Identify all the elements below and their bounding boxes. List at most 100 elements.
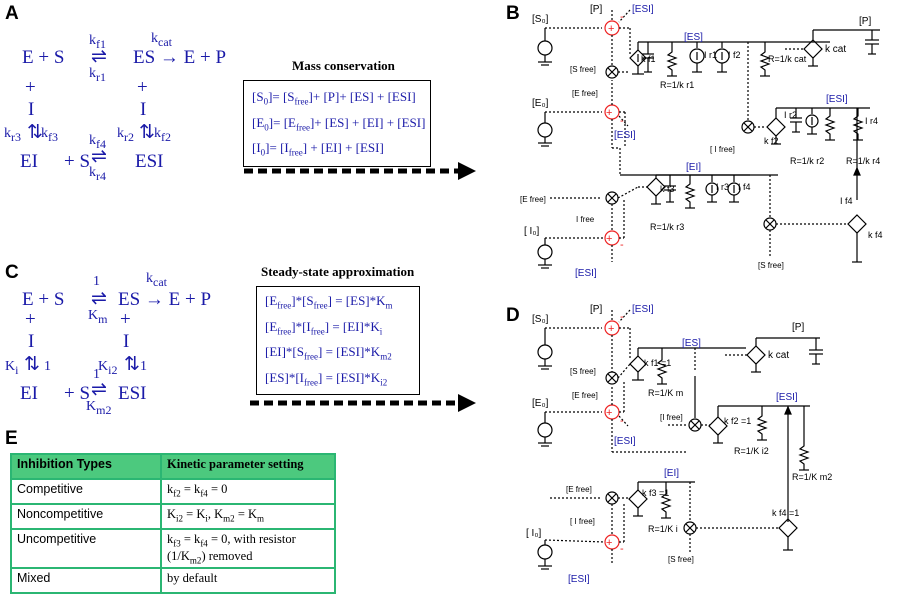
equilibrium-arrow-c3: ⇅ bbox=[24, 354, 40, 375]
label-p-right: [P] bbox=[859, 16, 871, 27]
label-d-esi-top: [ESI] bbox=[632, 304, 654, 315]
mass-conservation-title: Mass conservation bbox=[292, 58, 395, 73]
es-to-product-c: ES → E + P bbox=[118, 289, 212, 310]
label-ir1: I r1 bbox=[704, 50, 717, 60]
equilibrium-arrow-3: ⇅ bbox=[27, 122, 43, 143]
label-d-kf2: k f2 =1 bbox=[724, 416, 751, 426]
adder-minus-b3: - bbox=[620, 239, 624, 251]
label-d-esi-node: [ESI] bbox=[776, 392, 798, 403]
label-d-es: [ES] bbox=[682, 338, 701, 349]
label-esi-node: [ESI] bbox=[826, 94, 848, 105]
label-efree: [E free] bbox=[572, 89, 598, 98]
mass-eq-i0: [I0]= [Ifree] + [EI] + [ESI] bbox=[252, 140, 384, 158]
label-d-r-ki2: R=1/K i2 bbox=[734, 446, 769, 456]
label-esi-top: [ESI] bbox=[632, 4, 654, 15]
label-if4: I f4 bbox=[738, 182, 751, 192]
table-header-cell: Inhibition Types bbox=[10, 453, 162, 480]
complex-ei-c: EI bbox=[20, 383, 38, 404]
equilibrium-arrow-1: ⇌ bbox=[91, 46, 107, 67]
ss-eq-4: [ES]*[Ifree] = [ESI]*Ki2 bbox=[265, 370, 388, 388]
rate-kcat-c: kcat bbox=[146, 271, 167, 289]
adder-plus-b1: + bbox=[608, 23, 614, 35]
es-to-product: ES → E + P bbox=[133, 47, 227, 68]
ss-eq-3: [EI]*[Sfree] = [ESI]*Km2 bbox=[265, 344, 392, 362]
circuit-diagram-d: + + + - - - [S₀] [P] [ESI] [S free] k f1… bbox=[526, 304, 832, 585]
circuit-diagram-b: + + + - - - [S₀] [P] [ESI] [S free] k f1… bbox=[520, 4, 883, 279]
table-row: Mixed by default bbox=[10, 567, 336, 594]
adder-plus-b2: + bbox=[606, 107, 612, 119]
table-row: Uncompetitive kf3 = kf4 = 0, with resist… bbox=[10, 528, 336, 569]
label-d-r-km2: R=1/K m2 bbox=[792, 472, 832, 482]
adder-plus-d1: + bbox=[608, 323, 614, 335]
adder-minus-b2: - bbox=[620, 115, 624, 127]
const-ki: Ki bbox=[5, 359, 19, 377]
label-d-e0: [E₀] bbox=[532, 398, 549, 409]
reactants-e-s: E + S bbox=[22, 47, 65, 68]
adder-plus-b3: + bbox=[606, 233, 612, 245]
plus-s-c: + S bbox=[64, 383, 91, 404]
label-d-r-km: R=1/K m bbox=[648, 388, 683, 398]
label-d-r-ki: R=1/K i bbox=[648, 524, 678, 534]
label-if2: I f2 bbox=[728, 50, 741, 60]
rate-kr1: kr1 bbox=[89, 66, 106, 84]
inhibition-table: Inhibition Types Kinetic parameter setti… bbox=[10, 453, 336, 594]
plus-left: + bbox=[25, 77, 36, 98]
equilibrium-arrow-c1: ⇌ bbox=[91, 288, 107, 309]
label-d-ifree2: [ I free] bbox=[570, 517, 595, 526]
table-cell: Uncompetitive bbox=[10, 528, 162, 569]
label-d-kf1: k f1 =1 bbox=[644, 358, 671, 368]
equilibrium-arrow-2: ⇅ bbox=[139, 122, 155, 143]
label-ifree: [ I free] bbox=[710, 145, 735, 154]
plus-right-c: + bbox=[120, 309, 131, 330]
plus-right: + bbox=[137, 77, 148, 98]
label-s0: [S₀] bbox=[532, 14, 549, 25]
ss-eq-2: [Efree]*[Ifree] = [EI]*Ki bbox=[265, 318, 383, 337]
label-es: [ES] bbox=[684, 32, 703, 43]
label-d-sfree: [S free] bbox=[570, 367, 596, 376]
reactants-e-s-c: E + S bbox=[22, 289, 65, 310]
rate-kcat: kcat bbox=[151, 31, 172, 49]
panel-label-e: E bbox=[5, 428, 18, 449]
inhibitor-left-c: I bbox=[28, 331, 35, 352]
const-km2: Km2 bbox=[86, 399, 112, 417]
rate-kr3: kr3 bbox=[4, 126, 21, 144]
label-ir4: I r4 bbox=[865, 116, 878, 126]
dashed-arrow-c bbox=[250, 394, 476, 412]
table-header-cell: Kinetic parameter setting bbox=[160, 453, 336, 480]
table-cell: Ki2 = Ki, Km2 = Km bbox=[160, 503, 336, 530]
rate-kf3: kf3 bbox=[41, 126, 58, 144]
equilibrium-arrow-c4: ⇌ bbox=[91, 379, 107, 400]
inhibitor-right-c: I bbox=[123, 331, 130, 352]
one-bottom: 1 bbox=[93, 367, 100, 382]
label-kf4: k f4 bbox=[868, 230, 883, 240]
label-ei: [EI] bbox=[686, 162, 701, 173]
complex-ei: EI bbox=[20, 151, 38, 172]
dashed-arrow-a bbox=[244, 162, 476, 180]
label-esi-bot: [ESI] bbox=[575, 268, 597, 279]
steady-state-title: Steady-state approximation bbox=[261, 264, 415, 279]
label-esi-mid: [ESI] bbox=[614, 130, 636, 141]
label-d-i0: [ I₀] bbox=[526, 528, 541, 539]
adder-plus-d3: + bbox=[606, 537, 612, 549]
label-e0: [E₀] bbox=[532, 98, 549, 109]
label-d-p-right: [P] bbox=[792, 322, 804, 333]
label-ir3: I r3 bbox=[716, 182, 729, 192]
table-cell: Mixed bbox=[10, 567, 162, 594]
label-kf3: k f3 bbox=[660, 184, 675, 194]
panel-label-c: C bbox=[5, 262, 19, 283]
adder-minus-d3: - bbox=[620, 543, 624, 555]
label-sfree2: [S free] bbox=[758, 261, 784, 270]
panel-label-a: A bbox=[5, 3, 19, 24]
label-kf2: k f2 bbox=[764, 136, 779, 146]
const-ki2: Ki2 bbox=[98, 359, 118, 377]
mass-eq-s0: [S0]= [Sfree]+ [P]+ [ES] + [ESI] bbox=[252, 89, 416, 107]
rate-kf4: kf4 bbox=[89, 133, 106, 151]
mass-conservation-box: [S0]= [Sfree]+ [P]+ [ES] + [ESI] [E0]= [… bbox=[243, 80, 431, 168]
table-cell: kf3 = kf4 = 0, with resistor (1/Km2) rem… bbox=[160, 528, 336, 569]
adder-minus-b1: - bbox=[620, 11, 624, 23]
label-efree2: [E free] bbox=[520, 195, 546, 204]
label-d-esi-mid: [ESI] bbox=[614, 436, 636, 447]
complex-esi-c: ESI bbox=[118, 383, 147, 404]
panel-label-b: B bbox=[506, 3, 520, 24]
mass-eq-e0: [E0]= [Efree]+ [ES] + [EI] + [ESI] bbox=[252, 114, 426, 133]
